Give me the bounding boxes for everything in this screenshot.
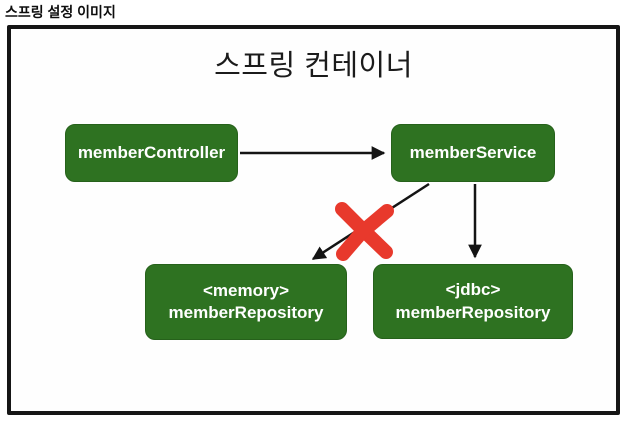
- node-memory-member-repository: <memory> memberRepository: [145, 264, 347, 340]
- node-member-controller: memberController: [65, 124, 238, 182]
- node-jdbc-member-repository: <jdbc> memberRepository: [373, 264, 573, 339]
- diagram-title: 스프링 컨테이너: [214, 50, 413, 82]
- node-jdbc-member-repository-type: <jdbc>: [445, 280, 501, 300]
- page-title: 스프링 설정 이미지: [5, 4, 116, 20]
- node-member-service: memberService: [391, 124, 555, 182]
- node-memory-member-repository-label: memberRepository: [168, 303, 324, 322]
- node-jdbc-member-repository-label: memberRepository: [395, 302, 551, 322]
- node-member-controller-label: memberController: [77, 142, 226, 162]
- node-member-service-label: memberService: [409, 142, 537, 162]
- node-memory-member-repository-type: <memory>: [203, 280, 289, 300]
